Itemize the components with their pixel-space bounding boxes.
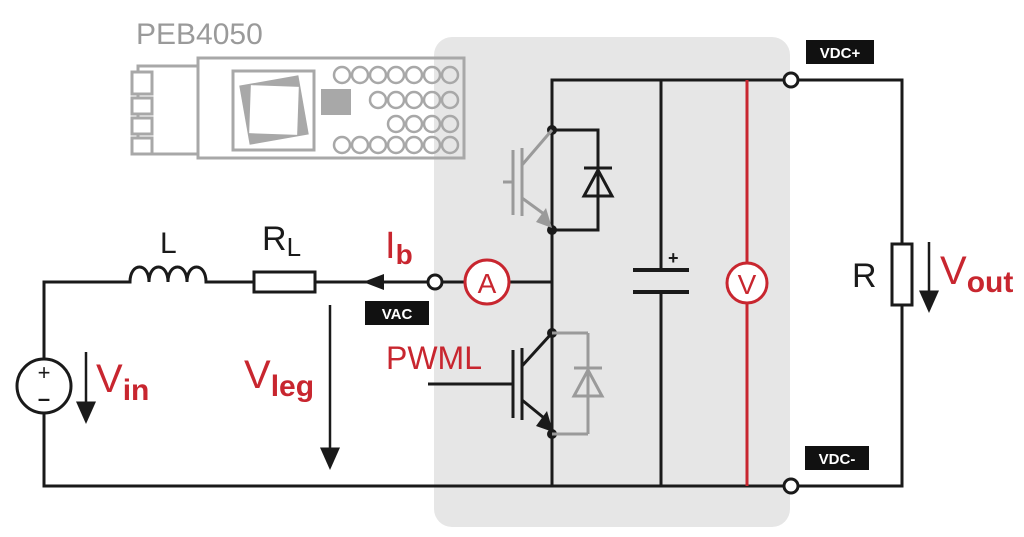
inductor-resistance-label: RL xyxy=(262,220,301,262)
load-resistor-symbol xyxy=(890,242,914,307)
voltmeter-symbol xyxy=(725,261,769,305)
vdc-plus-label: VDC+ xyxy=(820,45,861,62)
inductor-resistance-symbol xyxy=(252,270,317,294)
top-igbt-symbol xyxy=(503,129,554,228)
bottom-igbt-symbol xyxy=(428,331,554,432)
peb4050-board-illustration xyxy=(130,56,466,160)
vin-label: Vin xyxy=(96,357,149,407)
voltmeter-label: V xyxy=(738,269,757,300)
dc-link-capacitor xyxy=(633,268,689,294)
current-arrow xyxy=(363,274,384,290)
source-minus-sign: – xyxy=(38,386,50,411)
vout-label: Vout xyxy=(940,249,1013,299)
vdc-plus-badge xyxy=(806,40,874,64)
ammeter-label: A xyxy=(478,268,497,299)
vdc-minus-terminal xyxy=(782,477,800,495)
vac-terminal xyxy=(426,273,444,291)
vleg-label: Vleg xyxy=(244,353,314,403)
vac-label: VAC xyxy=(382,306,413,323)
capacitor-plus-sign: + xyxy=(668,248,679,268)
circuit-wires xyxy=(42,78,904,488)
inductor-label: L xyxy=(160,227,177,260)
voltage-source-symbol xyxy=(15,357,73,415)
vdc-minus-badge xyxy=(805,446,869,470)
pwml-label: PWML xyxy=(386,340,482,376)
vdc-minus-label: VDC- xyxy=(819,451,856,468)
terminal-circles xyxy=(426,71,800,495)
vdc-plus-terminal xyxy=(782,71,800,89)
ammeter-symbol xyxy=(463,258,511,306)
load-resistor-label: R xyxy=(852,257,877,295)
inductor-symbol xyxy=(128,265,208,283)
bottom-diode-symbol xyxy=(552,331,605,436)
current-label: Ib xyxy=(385,225,413,270)
source-plus-sign: + xyxy=(38,360,51,385)
top-diode-symbol xyxy=(581,166,615,198)
module-name-label: PEB4050 xyxy=(136,18,263,51)
vac-badge xyxy=(365,301,429,325)
